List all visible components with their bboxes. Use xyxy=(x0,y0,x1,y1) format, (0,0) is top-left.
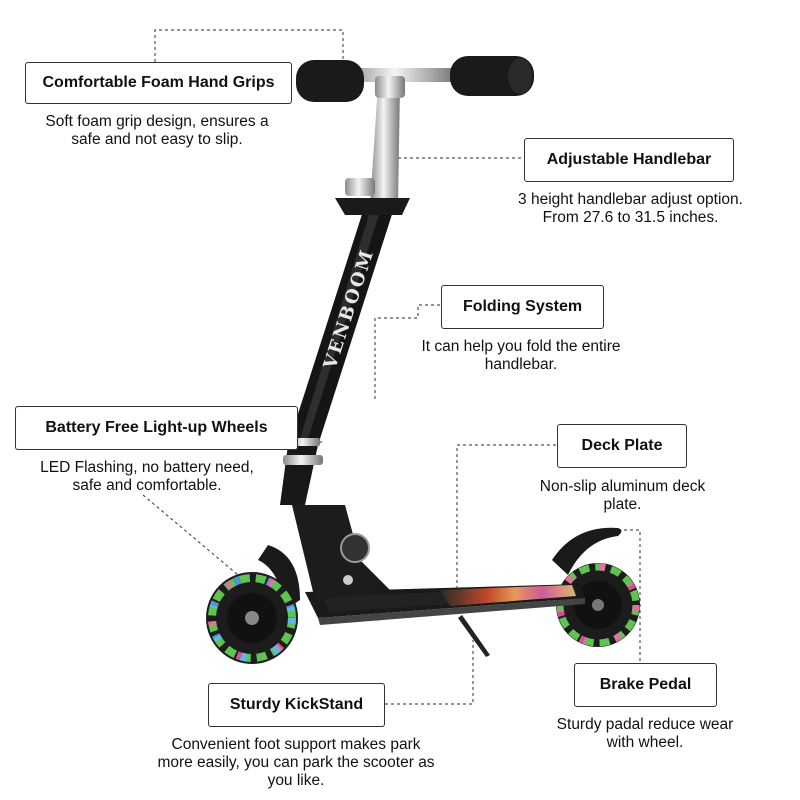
stem xyxy=(280,85,410,505)
deck-title-box: Deck Plate xyxy=(557,424,687,468)
leader-folding xyxy=(374,304,440,400)
folding-mechanism xyxy=(292,505,390,600)
front-wheel xyxy=(206,545,300,664)
deck-description: Non-slip aluminum deck plate. xyxy=(539,478,706,513)
wheels-title: Battery Free Light-up Wheels xyxy=(45,419,268,436)
deck-title: Deck Plate xyxy=(581,437,663,454)
wheels-title-box: Battery Free Light-up Wheels xyxy=(15,406,298,450)
kickstand-title-box: Sturdy KickStand xyxy=(208,683,385,727)
wheels-description: LED Flashing, no battery need, safe and … xyxy=(40,459,254,494)
deck xyxy=(305,584,585,625)
brake-title-box: Brake Pedal xyxy=(574,663,717,707)
grips-title-box: Comfortable Foam Hand Grips xyxy=(25,62,292,104)
leader-brake xyxy=(612,529,641,663)
leader-wheels-2 xyxy=(142,494,239,576)
handlebar-title: Adjustable Handlebar xyxy=(546,151,712,168)
leader-grips xyxy=(154,29,344,62)
folding-title: Folding System xyxy=(462,298,583,315)
folding-description: It can help you fold the entire handleba… xyxy=(421,338,621,373)
leader-kickstand xyxy=(385,640,474,705)
leader-deck xyxy=(456,444,556,600)
grips-title: Comfortable Foam Hand Grips xyxy=(42,74,275,91)
brake-description: Sturdy padal reduce wear with wheel. xyxy=(556,716,734,751)
folding-title-box: Folding System xyxy=(441,285,604,329)
grips-description: Soft foam grip design, ensures a safe an… xyxy=(45,113,269,148)
handlebar xyxy=(296,56,534,102)
kickstand-description: Convenient foot support makes park more … xyxy=(157,736,435,789)
brake-title: Brake Pedal xyxy=(599,676,692,693)
handlebar-title-box: Adjustable Handlebar xyxy=(524,138,734,182)
handlebar-description: 3 height handlebar adjust option. From 2… xyxy=(518,191,743,226)
kickstand xyxy=(458,615,490,657)
kickstand-title: Sturdy KickStand xyxy=(229,696,364,713)
